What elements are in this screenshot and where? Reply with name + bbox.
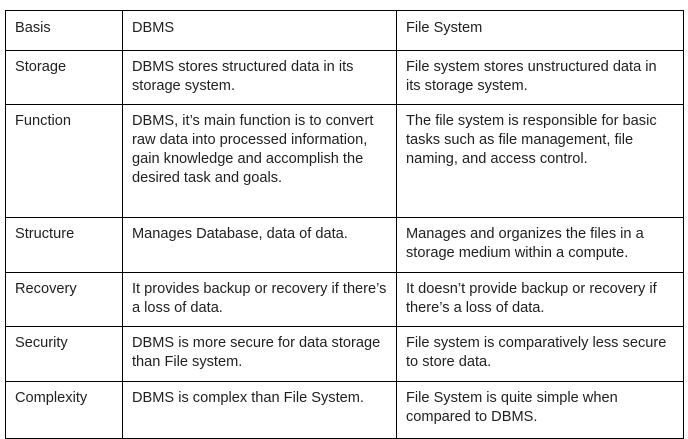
table-row: Security DBMS is more secure for data st… [5,326,684,382]
table-row: Function DBMS, it’s main function is to … [5,104,684,218]
table-row: Recovery It provides backup or recovery … [5,272,684,327]
header-file-system: File System [396,10,684,51]
table-row: Complexity DBMS is complex than File Sys… [5,381,684,439]
table-row: Storage DBMS stores structured data in i… [5,50,684,105]
basis-cell: Storage [5,50,123,105]
basis-cell: Security [5,326,123,382]
dbms-cell: It provides backup or recovery if there’… [122,272,397,327]
file-system-cell: File system is comparatively less secure… [396,326,684,382]
table-row: Structure Manages Database, data of data… [5,217,684,273]
table-header-row: Basis DBMS File System [5,10,684,51]
basis-cell: Function [5,104,123,218]
file-system-cell: File system stores unstructured data in … [396,50,684,105]
basis-cell: Complexity [5,381,123,439]
basis-cell: Recovery [5,272,123,327]
header-dbms: DBMS [122,10,397,51]
file-system-cell: Manages and organizes the files in a sto… [396,217,684,273]
dbms-cell: Manages Database, data of data. [122,217,397,273]
file-system-cell: File System is quite simple when compare… [396,381,684,439]
basis-cell: Structure [5,217,123,273]
comparison-table: Basis DBMS File System Storage DBMS stor… [5,10,684,439]
dbms-cell: DBMS, it’s main function is to convert r… [122,104,397,218]
dbms-cell: DBMS is complex than File System. [122,381,397,439]
dbms-cell: DBMS stores structured data in its stora… [122,50,397,105]
dbms-cell: DBMS is more secure for data storage tha… [122,326,397,382]
header-basis: Basis [5,10,123,51]
file-system-cell: The file system is responsible for basic… [396,104,684,218]
file-system-cell: It doesn’t provide backup or recovery if… [396,272,684,327]
